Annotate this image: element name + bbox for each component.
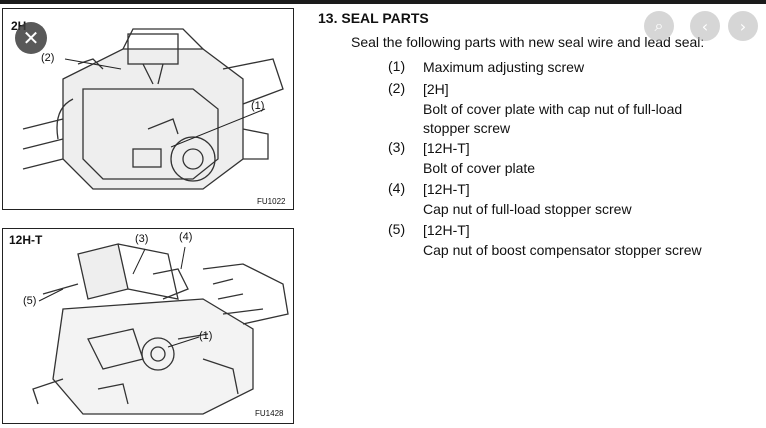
item-number: (3): [388, 139, 406, 155]
item-line: [12H-T]: [423, 222, 470, 238]
item-line: Maximum adjusting screw: [423, 59, 585, 75]
item-number: (2): [388, 80, 406, 96]
callout-5: (5): [23, 295, 37, 307]
previous-icon[interactable]: ‹: [690, 11, 720, 41]
callout-3: (3): [135, 233, 149, 245]
injection-pump-drawing-12h-t: [32, 243, 289, 415]
close-icon[interactable]: ✕: [15, 22, 47, 54]
item-line: stopper screw: [423, 120, 511, 136]
item-line: Bolt of cover plate with cap nut of full…: [423, 100, 683, 117]
item-number: (1): [388, 58, 406, 74]
callout-1: (1): [199, 330, 213, 342]
injection-pump-drawing-2h: [22, 28, 284, 190]
next-icon[interactable]: ›: [728, 11, 758, 41]
item-line: [2H]: [423, 81, 449, 97]
top-bar: [0, 0, 766, 4]
callout-1: (1): [251, 100, 265, 112]
item-line: Cap nut of boost compensator stopper scr…: [423, 241, 702, 258]
item-line: Cap nut of full-load stopper screw: [423, 200, 632, 217]
figure-code: FU1022: [257, 197, 286, 206]
section-intro: Seal the following parts with new seal w…: [351, 34, 705, 50]
item-number: (4): [388, 180, 406, 196]
search-icon[interactable]: ⌕: [644, 11, 674, 41]
figure-12h-t: 12H-T (3) (4) (5) (1) FU1428: [2, 228, 294, 424]
figure-2h: 2H (2) (1) FU1022: [2, 8, 294, 210]
callout-2: (2): [41, 52, 55, 64]
item-line: [12H-T]: [423, 140, 470, 156]
item-line: Bolt of cover plate: [423, 159, 536, 176]
callout-4: (4): [179, 231, 193, 243]
figure-code: FU1428: [255, 409, 284, 418]
item-number: (5): [388, 221, 406, 237]
item-line: [12H-T]: [423, 181, 470, 197]
figure-label: 12H-T: [7, 233, 45, 247]
section-heading: 13. SEAL PARTS: [318, 10, 429, 26]
